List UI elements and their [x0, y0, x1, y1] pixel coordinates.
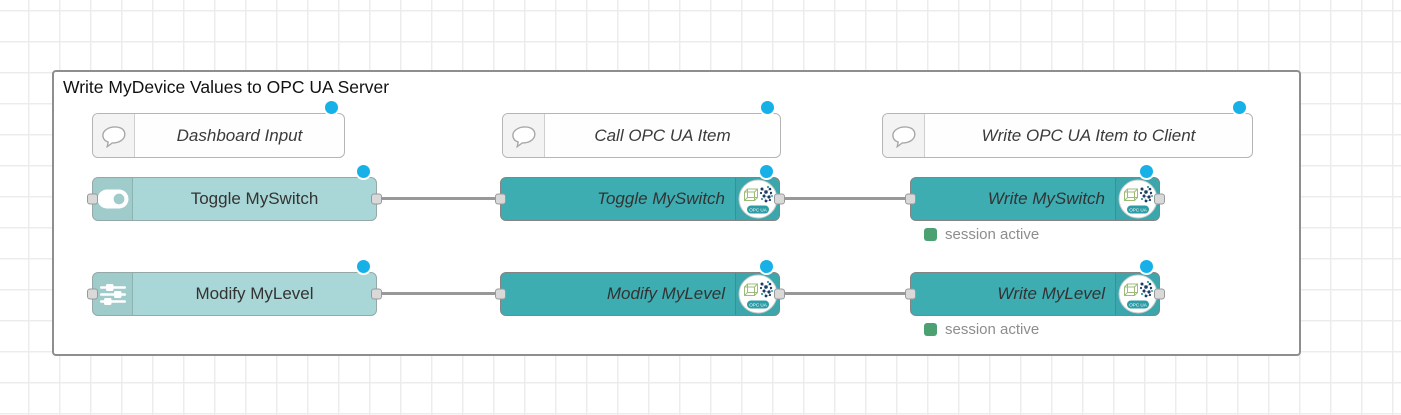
- node-opcua-write-mylevel[interactable]: Write MyLevel OPC UA: [905, 258, 1165, 316]
- node-icon-area: OPC UA: [735, 273, 779, 315]
- status-text: session active: [945, 321, 1040, 338]
- comment-node-write-opcua-item[interactable]: Write OPC UA Item to Client: [882, 99, 1253, 158]
- node-icon-area: [93, 273, 133, 315]
- node-icon-area: OPC UA: [1115, 273, 1159, 315]
- comment-label: Dashboard Input: [176, 125, 303, 145]
- input-port[interactable]: [87, 288, 98, 300]
- wire-toggle-dashboard-to-call[interactable]: [380, 197, 502, 200]
- node-dashboard-toggle-myswitch[interactable]: Toggle MySwitch: [87, 163, 382, 221]
- node-label: Toggle MySwitch: [190, 189, 319, 208]
- unsaved-changes-indicator: [355, 163, 372, 180]
- unsaved-changes-indicator: [758, 258, 775, 275]
- output-port[interactable]: [774, 193, 785, 205]
- output-port[interactable]: [1154, 288, 1165, 300]
- unsaved-changes-indicator: [1138, 163, 1155, 180]
- unsaved-changes-indicator: [355, 258, 372, 275]
- unsaved-changes-indicator: [1231, 99, 1248, 116]
- unsaved-changes-indicator: [758, 163, 775, 180]
- status-dot-icon: [924, 228, 937, 241]
- speech-bubble-icon: [510, 124, 537, 148]
- comment-label: Write OPC UA Item to Client: [981, 125, 1196, 145]
- speech-bubble-icon: [890, 124, 917, 148]
- output-port[interactable]: [1154, 193, 1165, 205]
- node-status-write-myswitch: session active: [924, 226, 1039, 243]
- input-port[interactable]: [495, 193, 506, 205]
- svg-text:OPC UA: OPC UA: [1129, 208, 1148, 213]
- comment-icon-area: [503, 114, 545, 157]
- node-icon-area: [93, 178, 133, 220]
- node-icon-area: OPC UA: [735, 178, 779, 220]
- wire-modify-call-to-write[interactable]: [783, 292, 912, 295]
- node-opcua-call-toggle-myswitch[interactable]: Toggle MySwitch OPC UA: [495, 163, 785, 221]
- status-text: session active: [945, 226, 1040, 243]
- input-port[interactable]: [495, 288, 506, 300]
- comment-icon-area: [93, 114, 135, 157]
- svg-text:OPC UA: OPC UA: [749, 303, 768, 308]
- comment-node-dashboard-input[interactable]: Dashboard Input: [92, 99, 345, 158]
- svg-text:OPC UA: OPC UA: [749, 208, 768, 213]
- node-label: Write MyLevel: [997, 284, 1105, 303]
- node-label: Modify MyLevel: [195, 284, 314, 303]
- node-dashboard-modify-mylevel[interactable]: Modify MyLevel: [87, 258, 382, 316]
- output-port[interactable]: [371, 288, 382, 300]
- speech-bubble-icon: [100, 124, 127, 148]
- node-label: Toggle MySwitch: [597, 189, 725, 208]
- input-port[interactable]: [905, 288, 916, 300]
- input-port[interactable]: [905, 193, 916, 205]
- unsaved-changes-indicator: [1138, 258, 1155, 275]
- output-port[interactable]: [774, 288, 785, 300]
- comment-icon-area: [883, 114, 925, 157]
- node-label: Modify MyLevel: [606, 284, 725, 303]
- opcua-icon: OPC UA: [1118, 274, 1157, 314]
- wire-toggle-call-to-write[interactable]: [783, 197, 912, 200]
- unsaved-changes-indicator: [323, 99, 340, 116]
- comment-label: Call OPC UA Item: [594, 125, 731, 145]
- node-opcua-write-myswitch[interactable]: Write MySwitch OPC UA: [905, 163, 1165, 221]
- opcua-icon: OPC UA: [738, 274, 777, 314]
- svg-text:OPC UA: OPC UA: [1129, 303, 1148, 308]
- sliders-icon: [99, 284, 126, 305]
- input-port[interactable]: [87, 193, 98, 205]
- node-status-write-mylevel: session active: [924, 321, 1039, 338]
- comment-node-call-opcua-item[interactable]: Call OPC UA Item: [502, 99, 781, 158]
- opcua-icon: OPC UA: [738, 179, 777, 219]
- node-icon-area: OPC UA: [1115, 178, 1159, 220]
- wire-modify-dashboard-to-call[interactable]: [380, 292, 502, 295]
- unsaved-changes-indicator: [759, 99, 776, 116]
- status-dot-icon: [924, 323, 937, 336]
- toggle-switch-icon: [97, 189, 128, 209]
- node-opcua-call-modify-mylevel[interactable]: Modify MyLevel OPC UA: [495, 258, 785, 316]
- node-label: Write MySwitch: [987, 189, 1105, 208]
- output-port[interactable]: [371, 193, 382, 205]
- opcua-icon: OPC UA: [1118, 179, 1157, 219]
- group-title: Write MyDevice Values to OPC UA Server: [63, 77, 390, 97]
